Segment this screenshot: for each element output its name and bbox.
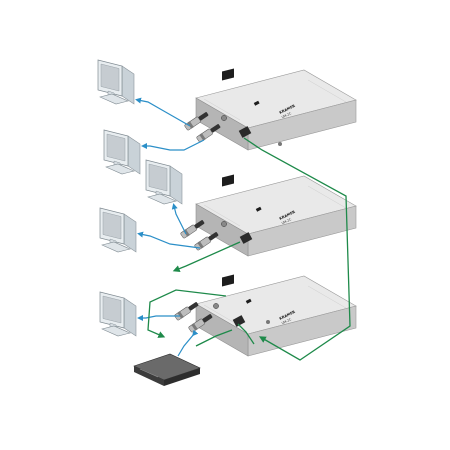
loop-cables xyxy=(147,137,351,361)
unit-3-ports xyxy=(213,303,270,327)
unit-2-ports xyxy=(221,221,253,244)
unit-1-brand-label: KRAMER xyxy=(279,104,296,115)
display-5-icon xyxy=(99,291,137,337)
port-labels xyxy=(245,100,262,304)
unit-3-brand-label: KRAMER xyxy=(279,310,296,321)
unit-3-model-label: VM-2C xyxy=(281,317,293,325)
video-player-icon xyxy=(133,353,201,386)
unit-2-model-label: VM-2C xyxy=(281,217,293,225)
unit-3: KRAMER VM-2C xyxy=(195,274,357,357)
unit-2-brand-label: KRAMER xyxy=(279,210,296,221)
unit-1-ports xyxy=(221,115,282,146)
unit-1: KRAMER VM-2C xyxy=(195,68,357,151)
display-1-icon xyxy=(97,59,135,105)
display-4-icon xyxy=(99,207,137,253)
output-cables xyxy=(135,97,205,357)
display-2-icon xyxy=(103,129,141,175)
unit-1-model-label: VM-2C xyxy=(281,111,293,119)
unit-2: KRAMER VM-2C xyxy=(195,174,357,257)
display-3-icon xyxy=(145,159,183,205)
